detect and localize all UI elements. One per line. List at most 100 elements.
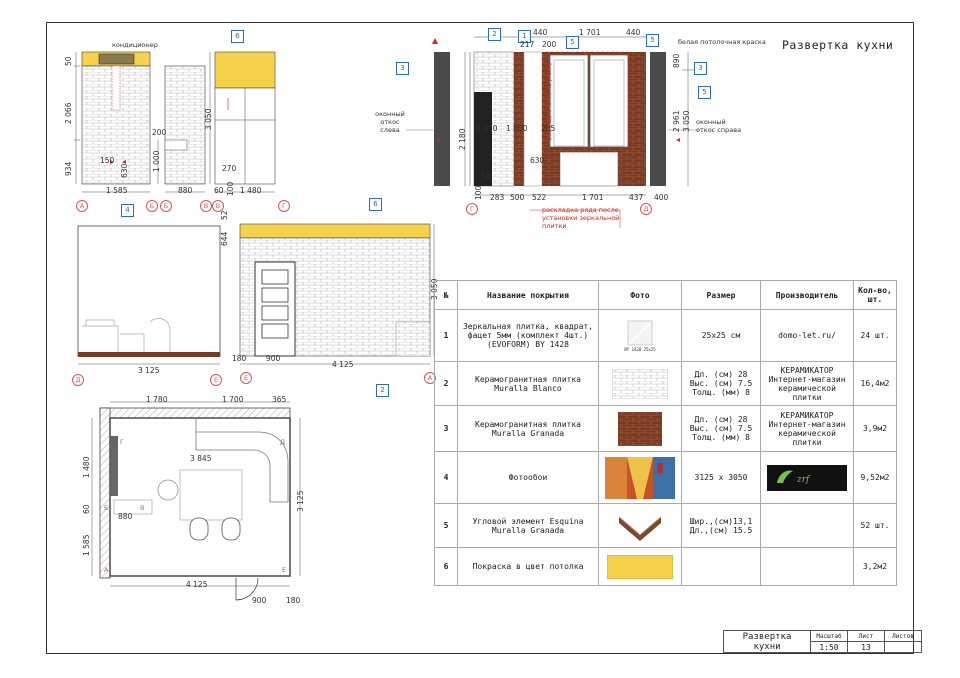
dim-60: 60 (214, 186, 224, 195)
plan-dim-880: 880 (118, 512, 133, 521)
spec-row-maker: КЕРАМИКАТОР Интернет-магазин керамическо… (760, 361, 854, 406)
dim-3050-bg: 3 050 (204, 108, 213, 130)
dim-52: 52 (220, 210, 229, 220)
elevation-a-b (74, 51, 151, 193)
plan-dim-1480: 1 480 (82, 456, 91, 478)
dim-bottom-283: 283 (490, 193, 505, 202)
axis-g1: Г (278, 200, 290, 212)
spec-row-size (681, 547, 761, 586)
tag-2-gd: 2 (488, 28, 501, 41)
elevation-g-d (406, 36, 700, 228)
spec-row-1: 1 Зеркальная плитка, квадрат, фацет 5мм … (434, 309, 897, 362)
tag-3-gd-left: 3 (396, 62, 409, 75)
axis-d2: Д (72, 374, 84, 386)
spec-row-name: Зеркальная плитка, квадрат, фацет 5мм (к… (457, 309, 599, 362)
dim-50-gd: 50 (481, 172, 491, 181)
dim-270: 270 (222, 164, 237, 173)
spec-col-num: № (434, 280, 458, 310)
red-brick-photo (598, 405, 682, 452)
title-block-sheets-count (884, 641, 922, 653)
floor-plan (91, 401, 301, 601)
spec-row-4: 4 Фотообои 3125 x 3050 zrf 9,52 (434, 451, 897, 504)
dim-top-1701: 1 701 (579, 28, 601, 37)
dim-bottom-500: 500 (510, 193, 525, 202)
spec-row-maker (760, 503, 854, 548)
dim-1585: 1 585 (106, 186, 128, 195)
dim-2180: 2 180 (458, 128, 467, 150)
title-block-sheet-no: 13 (847, 641, 885, 653)
plan-dim-4125: 4 125 (186, 580, 208, 589)
spec-col-size: Размер (681, 280, 761, 310)
spec-row-name: Керамогранитная плитка Muralla Blanco (457, 361, 599, 406)
plan-dim-900: 900 (252, 596, 267, 605)
plan-corner-v: В (140, 504, 145, 512)
plan-dim-1585: 1 585 (82, 534, 91, 556)
white-brick-photo (598, 361, 682, 406)
spec-row-maker (760, 547, 854, 586)
spec-row-num: 3 (434, 405, 458, 452)
spec-row-maker: domo-let.ru/ (760, 309, 854, 362)
spec-row-num: 2 (434, 361, 458, 406)
axis-e1: Е (210, 374, 222, 386)
mirror-tile-caption: BY 1428 25х25 (624, 347, 656, 352)
tag-1-gd: 1 (518, 30, 531, 43)
tag-5-gd-b: 5 (646, 34, 659, 47)
dim-1450: 1 450 (476, 124, 498, 133)
dim-934: 934 (64, 161, 73, 176)
spec-row-qty: 9,52м2 (853, 451, 897, 504)
spec-row-size: Шир.,(см)13,1 Дл.,(см) 15.5 (681, 503, 761, 548)
dim-630-gd: 630 (530, 156, 545, 165)
spec-col-qty: Кол-во, шт. (853, 280, 897, 310)
dim-4125-ea: 4 125 (332, 360, 354, 369)
corner-brick-photo (598, 503, 682, 548)
plan-dim-3845: 3 845 (190, 454, 212, 463)
dim-2961: 2 961 (672, 110, 681, 132)
axis-a: А (76, 200, 88, 212)
tag-3-gd-right: 3 (694, 62, 707, 75)
spec-row-qty: 3,2м2 (853, 547, 897, 586)
dim-100-bg: 100 (226, 181, 235, 196)
spec-row-size: Дл. (см) 28 Выс. (см) 7.5 Толщ. (мм) 8 (681, 405, 761, 452)
spec-row-size: 25х25 см (681, 309, 761, 362)
spec-row-name: Покраска в цвет потолка (457, 547, 599, 586)
dim-top-200: 200 (542, 40, 557, 49)
dim-bottom-1701: 1 701 (582, 193, 604, 202)
street-photo (598, 451, 682, 504)
label-ceiling-paint: белая потолочная краска (678, 38, 766, 46)
plan-dim-1700: 1 700 (222, 395, 244, 404)
tag-5-gd-a: 5 (566, 36, 579, 49)
yellow-swatch (598, 547, 682, 586)
dim-50: 50 (64, 56, 73, 66)
label-window-slope-right: оконный откос справа (696, 118, 742, 134)
spec-col-maker: Производитель (760, 280, 854, 310)
axis-v2: В (212, 200, 224, 212)
dim-1000: 1 000 (152, 150, 161, 172)
dim-top-440-right: 440 (626, 28, 641, 37)
spec-row-qty: 16,4м2 (853, 361, 897, 406)
dim-bottom-400: 400 (654, 193, 669, 202)
plan-dim-1780: 1 780 (146, 395, 168, 404)
spec-row-5: 5 Угловой элемент Esquina Muralla Granad… (434, 503, 897, 548)
tag-6-ab: 6 (231, 30, 244, 43)
title-block-scale-label: Масштаб (810, 630, 848, 642)
plan-corner-d: Д (280, 438, 286, 446)
label-air-conditioner: кондиционер (112, 41, 158, 49)
svg-text:zrf: zrf (796, 475, 811, 485)
dim-3125-de: 3 125 (138, 366, 160, 375)
plan-corner-a: А (104, 566, 109, 574)
spec-col-name: Название покрытия (457, 280, 599, 310)
title-block-scale: 1:50 (810, 641, 848, 653)
axis-v1: В (200, 200, 212, 212)
dim-285: 285 (541, 124, 556, 133)
elevation-b-g (209, 51, 276, 193)
tag-4-de: 4 (121, 204, 134, 217)
dim-bottom-522: 522 (532, 193, 547, 202)
plan-dim-365: 365 (272, 395, 287, 404)
spec-row-qty: 3,9м2 (853, 405, 897, 452)
sheet-frame (46, 22, 914, 654)
dim-3050-gd: 3 050 (682, 110, 691, 132)
dim-top-440-left: 440 (533, 28, 548, 37)
plan-corner-e: Е (282, 566, 287, 574)
